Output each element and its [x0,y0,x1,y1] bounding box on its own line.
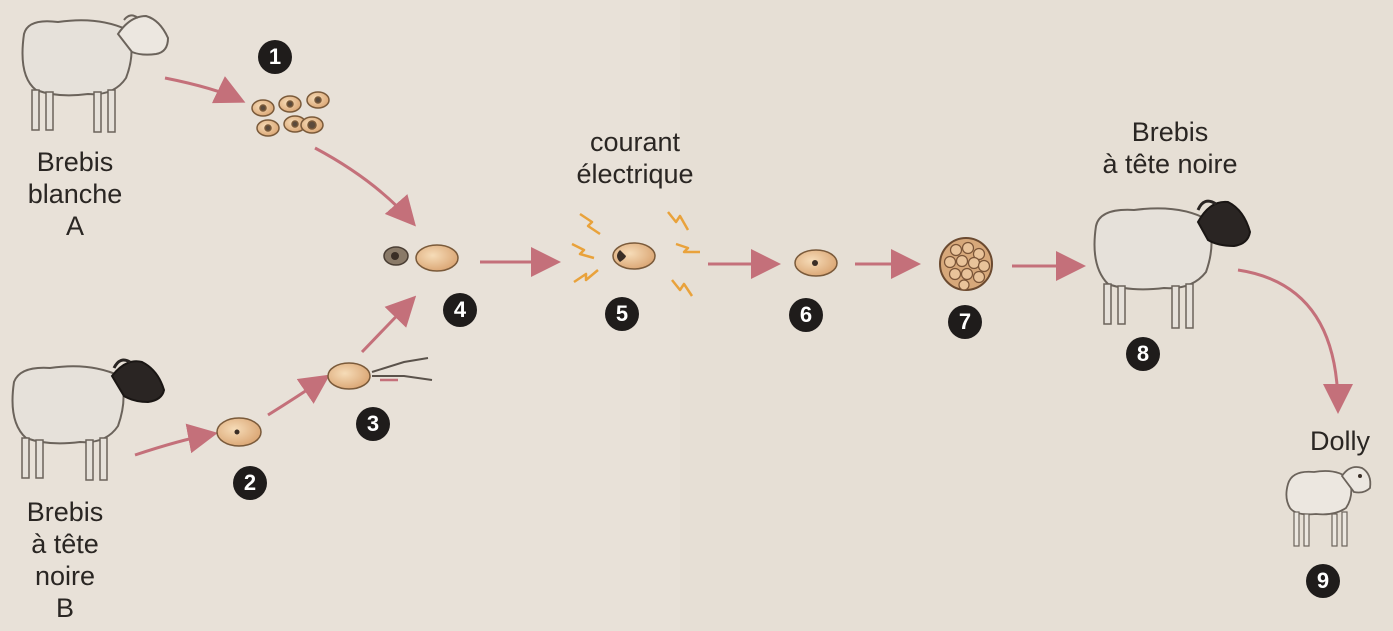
arrow-8-to-9 [1237,268,1353,414]
pipette-icon [371,357,433,382]
step-number-9: 9 [1306,564,1340,598]
cell-icon [327,362,371,390]
cell-icon [612,242,656,270]
step-number-7: 7 [948,305,982,339]
embryo-icon [939,237,993,291]
step-number-2: 2 [233,466,267,500]
arrows [134,76,1353,457]
arrow-2-to-3 [267,374,330,417]
sheep-icon [11,358,166,481]
step-number-1: 1 [258,40,292,74]
step-number-5: 5 [605,297,639,331]
label-electric-current: courant électrique [576,127,694,189]
cell-icon [216,417,262,447]
label-ewe-a: Brebis blanche A [27,147,123,241]
label-surrogate-ewe: Brebis à tête noire [1102,117,1238,179]
sheep-icon [1093,199,1252,329]
step-number-8: 8 [1126,337,1160,371]
label-dolly: Dolly [1309,426,1370,456]
step-number-3: 3 [356,407,390,441]
label-ewe-b: Brebis à tête noire B [26,497,104,623]
arrow-1-to-4 [314,146,416,227]
lamb-icon [1285,466,1372,547]
sheep-icon [21,14,170,133]
spark-icon [571,211,700,297]
arrow-a-to-1 [164,76,246,104]
cell-icon [794,249,838,277]
cell-icon [383,244,459,272]
step-number-6: 6 [789,298,823,332]
step-number-4: 4 [443,293,477,327]
cell-icon [251,91,330,137]
arrow-3-to-4 [360,295,417,354]
arrow-b-to-2 [134,423,218,457]
